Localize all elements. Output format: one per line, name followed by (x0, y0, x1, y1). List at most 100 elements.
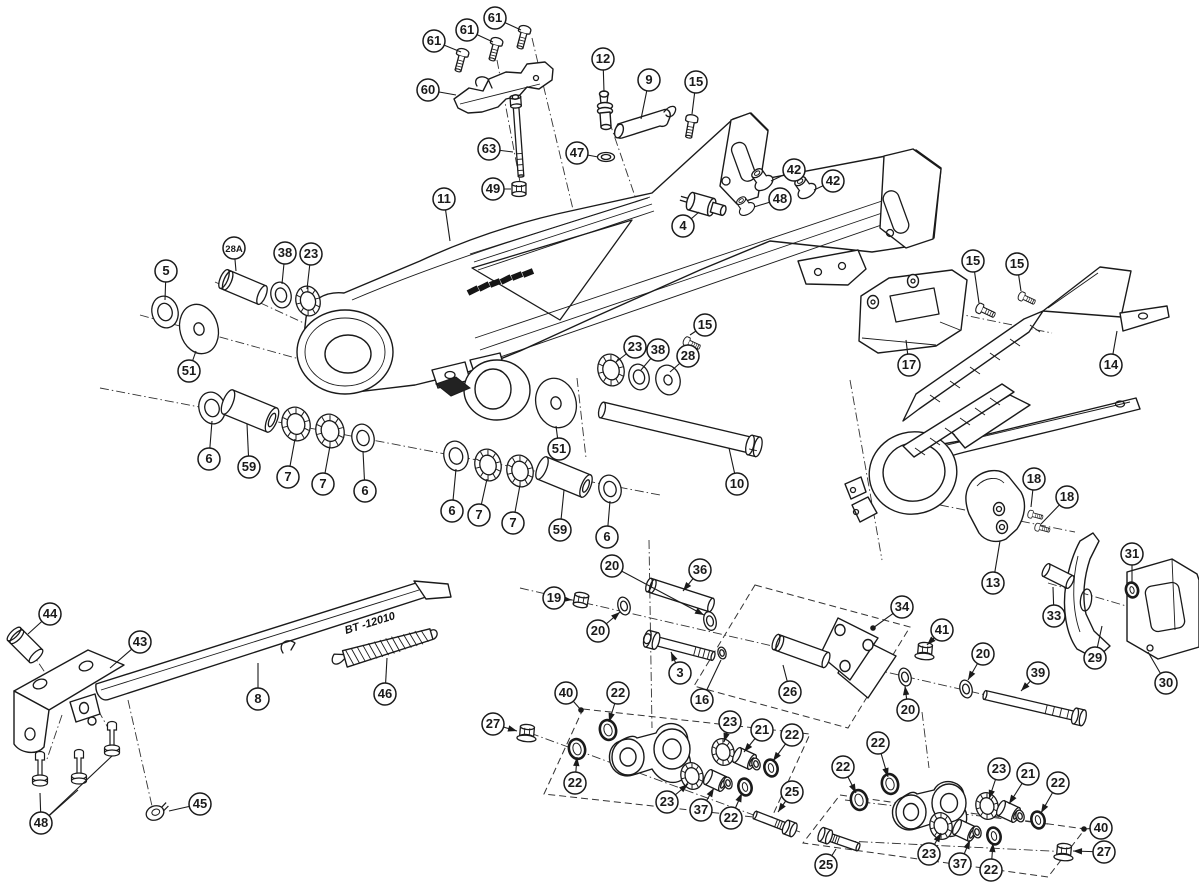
washer-part (598, 474, 622, 504)
washer-part (717, 646, 727, 660)
svg-text:38: 38 (651, 342, 665, 357)
callout-60: 60 (416, 78, 440, 102)
svg-text:40: 40 (1094, 820, 1108, 835)
svg-text:42: 42 (826, 173, 840, 188)
bearing-part (315, 413, 345, 449)
screw-part (975, 302, 996, 318)
chain-guide-rear (1063, 532, 1199, 660)
tophat-part (736, 196, 756, 216)
callout-15: 15 (1005, 252, 1029, 276)
callout-40: 40 (1089, 816, 1113, 840)
callout-21: 21 (1016, 762, 1040, 786)
svg-text:18: 18 (1060, 489, 1074, 504)
screw-part (684, 114, 699, 139)
svg-text:9: 9 (645, 72, 652, 87)
callout-30: 30 (1154, 671, 1178, 695)
pivot-clamp (844, 383, 1031, 523)
svg-text:42: 42 (787, 162, 801, 177)
pin-part (771, 633, 831, 669)
spacer-part (731, 746, 758, 771)
bearing-part (975, 792, 999, 820)
svg-text:38: 38 (278, 245, 292, 260)
nut-part (1053, 842, 1074, 862)
callout-23: 23 (623, 335, 647, 359)
chain-roller (679, 191, 727, 217)
svg-text:14: 14 (1104, 357, 1119, 372)
pin-part (645, 577, 715, 613)
svg-text:11: 11 (437, 191, 451, 206)
callout-29: 29 (1083, 646, 1107, 670)
swingarm-part (296, 112, 942, 421)
svg-text:51: 51 (182, 363, 196, 378)
svg-text:30: 30 (1159, 675, 1173, 690)
callout-5: 5 (154, 259, 178, 283)
callout-63: 63 (477, 137, 501, 161)
svg-text:51: 51 (552, 441, 566, 456)
svg-text:22: 22 (785, 727, 799, 742)
callout-6: 6 (595, 525, 619, 549)
oring-part (986, 826, 1002, 846)
svg-text:60: 60 (421, 82, 435, 97)
svg-text:27: 27 (1097, 844, 1111, 859)
callout-45: 45 (188, 792, 212, 816)
svg-text:6: 6 (205, 451, 212, 466)
svg-text:10: 10 (730, 476, 744, 491)
screw-part (682, 336, 701, 350)
svg-text:59: 59 (553, 522, 567, 537)
svg-text:27: 27 (486, 716, 500, 731)
svg-text:18: 18 (1027, 471, 1041, 486)
oring-part (880, 772, 900, 796)
callout-44: 44 (38, 602, 62, 626)
callout-25: 25 (814, 853, 838, 877)
spacer-part (220, 389, 280, 433)
callout-43: 43 (128, 630, 152, 654)
svg-text:22: 22 (871, 735, 885, 750)
washer-part (628, 363, 650, 391)
svg-text:17: 17 (902, 357, 916, 372)
vscrew-part (31, 750, 49, 787)
bearing-part (506, 454, 534, 488)
hardware-parts (6, 24, 1140, 862)
bolt-part (752, 810, 798, 838)
callout-17: 17 (897, 353, 921, 377)
chain-guide-holder (453, 61, 554, 114)
adjuster-bolt (596, 90, 614, 131)
pin-part (1041, 562, 1075, 590)
callout-22: 22 (780, 723, 804, 747)
callout-27: 27 (481, 712, 505, 736)
stand-spring (331, 628, 438, 668)
pin-part (597, 401, 763, 458)
nut-part (516, 723, 537, 743)
callout-23: 23 (917, 842, 941, 866)
callout-27: 27 (1092, 840, 1116, 864)
svg-text:8: 8 (254, 691, 261, 706)
washer-part (270, 281, 292, 309)
callout-6: 6 (197, 447, 221, 471)
svg-text:23: 23 (723, 714, 737, 729)
vscrew-part (103, 720, 121, 757)
svg-text:7: 7 (475, 507, 482, 522)
svg-text:48: 48 (34, 815, 48, 830)
svg-text:7: 7 (284, 469, 291, 484)
callout-22: 22 (719, 806, 743, 830)
oring-part (598, 718, 618, 742)
svg-text:12: 12 (596, 51, 610, 66)
bolt-part (509, 94, 525, 178)
callout-16: 16 (690, 688, 714, 712)
svg-text:37: 37 (694, 802, 708, 817)
guide-bracket (965, 470, 1026, 543)
bearing-part (597, 353, 625, 387)
svg-text:13: 13 (986, 575, 1000, 590)
svg-text:63: 63 (482, 141, 496, 156)
callout-3: 3 (668, 661, 692, 685)
oring-part (763, 758, 779, 778)
svg-text:6: 6 (603, 529, 610, 544)
bearing-part (295, 285, 321, 317)
washer-part (198, 391, 226, 425)
spacer-part (951, 818, 978, 843)
svg-text:29: 29 (1088, 650, 1102, 665)
callout-14: 14 (1099, 353, 1123, 377)
callout-34: 34 (890, 595, 914, 619)
svg-text:23: 23 (992, 761, 1006, 776)
